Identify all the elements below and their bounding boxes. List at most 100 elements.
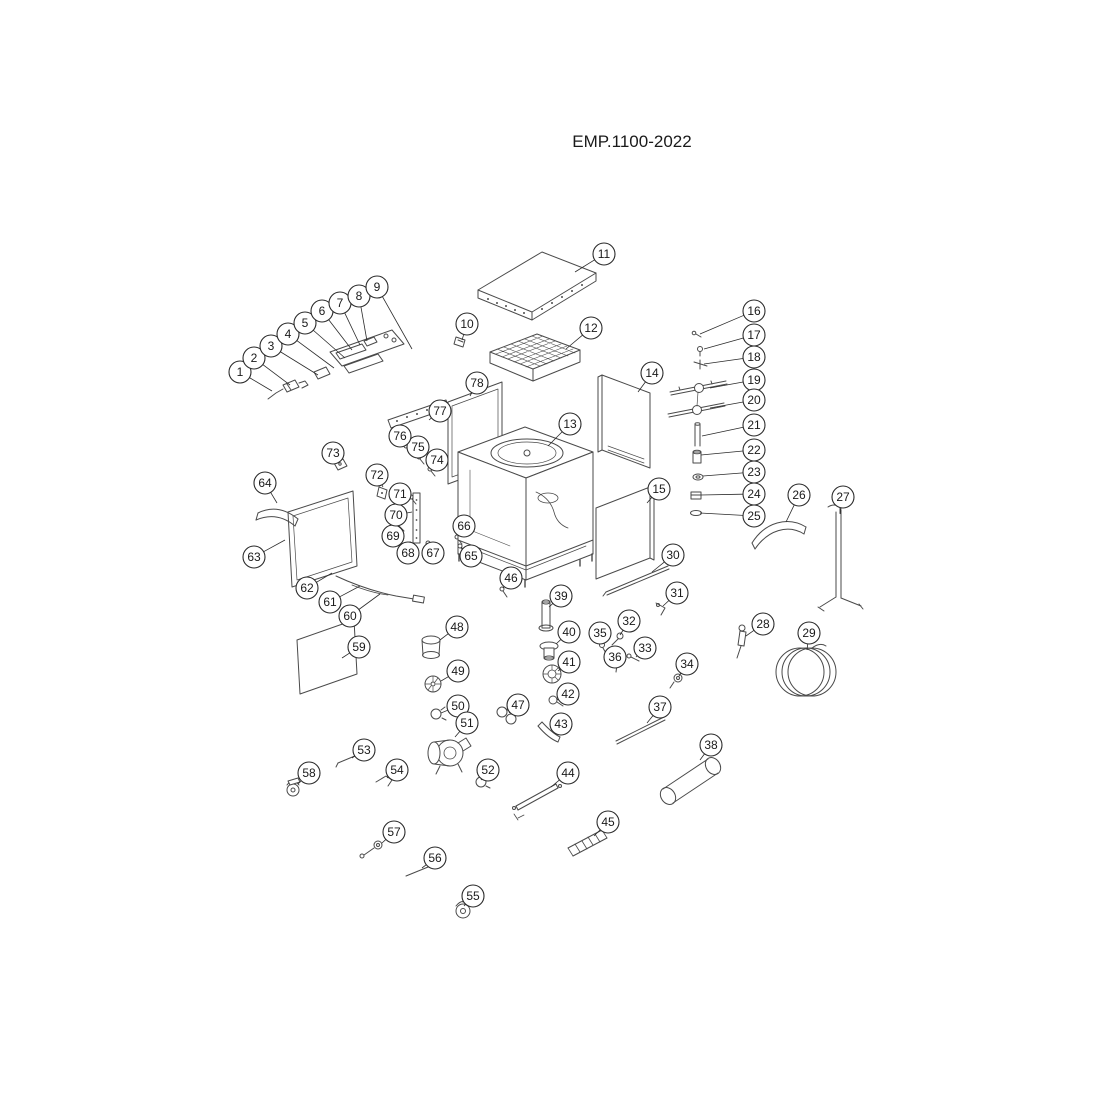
- callout-50: 50: [440, 694, 470, 718]
- callout-number: 9: [374, 280, 381, 294]
- callout-58: 58: [297, 761, 321, 785]
- callout-leader-line: [839, 507, 842, 515]
- callout-number: 53: [357, 743, 371, 757]
- callout-number: 5: [302, 316, 309, 330]
- callout-29: 29: [797, 621, 821, 651]
- part-thermostat: [335, 575, 425, 604]
- callout-circle: [648, 695, 672, 719]
- callout-number: 49: [451, 664, 465, 678]
- part-hinge-strip: [412, 492, 421, 544]
- callout-number: 13: [563, 417, 577, 431]
- callout-number: 1: [237, 365, 244, 379]
- callout-21: 21: [701, 413, 766, 437]
- callout-leader-line: [709, 401, 744, 409]
- callout-leader-line: [263, 539, 286, 553]
- part-elbow-hose-43: [537, 721, 561, 743]
- part-caster-58: [286, 777, 301, 797]
- callout-number: 16: [747, 304, 761, 318]
- callout-leader-line: [313, 329, 346, 359]
- callout-leader-line: [574, 259, 595, 273]
- callout-8: 8: [347, 284, 371, 342]
- callout-circle: [446, 659, 470, 683]
- callout-circle: [396, 541, 420, 565]
- callout-number: 43: [554, 717, 568, 731]
- callout-59: 59: [341, 635, 371, 659]
- callout-leader-line: [469, 392, 473, 397]
- callout-leader-line: [593, 829, 601, 837]
- callout-circle: [742, 413, 766, 437]
- callout-leader-line: [351, 755, 356, 759]
- callout-number: 72: [370, 468, 384, 482]
- callout-number: 63: [247, 550, 261, 564]
- callout-leader-line: [637, 381, 646, 393]
- callout-54: 54: [385, 758, 409, 782]
- part-fitting-32: [611, 632, 624, 646]
- part-lower-front-panel: [296, 619, 358, 695]
- callout-number: 32: [622, 614, 636, 628]
- part-clamp-50: [430, 706, 447, 721]
- callout-leader-line: [406, 511, 413, 514]
- callout-64: 64: [253, 471, 278, 504]
- callout-number: 42: [561, 687, 575, 701]
- callout-number: 38: [704, 738, 718, 752]
- callout-number: 71: [393, 487, 407, 501]
- part-hose-coil: [775, 643, 837, 697]
- callout-circle: [421, 541, 445, 565]
- callout-leader-line: [439, 633, 449, 641]
- callout-leader-line: [700, 450, 744, 456]
- callout-circle: [588, 621, 612, 645]
- callout-76: 76: [388, 424, 412, 448]
- callout-leader-line: [806, 643, 809, 651]
- callout-number: 55: [466, 889, 480, 903]
- callout-circle: [455, 711, 479, 735]
- callout-number: 74: [430, 453, 444, 467]
- callout-leader-line: [701, 426, 744, 437]
- callout-circle: [506, 693, 530, 717]
- callout-circle: [388, 482, 412, 506]
- callout-70: 70: [384, 503, 413, 527]
- callout-3: 3: [259, 334, 319, 376]
- callout-number: 59: [352, 640, 366, 654]
- callout-55: 55: [461, 884, 485, 908]
- part-fitting-31: [655, 602, 666, 616]
- callout-circle: [461, 884, 485, 908]
- callout-circle: [558, 412, 582, 436]
- callout-number: 50: [451, 699, 465, 713]
- callout-12: 12: [565, 316, 603, 350]
- callout-circle: [425, 448, 449, 472]
- callout-number: 14: [645, 366, 659, 380]
- callout-53: 53: [351, 738, 376, 762]
- callout-number: 65: [464, 549, 478, 563]
- callout-number: 34: [680, 657, 694, 671]
- callout-number: 36: [608, 650, 622, 664]
- callout-number: 21: [747, 418, 761, 432]
- callout-15: 15: [646, 477, 671, 504]
- callout-number: 68: [401, 546, 415, 560]
- callout-leader-line: [709, 381, 744, 389]
- callout-circle: [445, 615, 469, 639]
- part-front-right-panel: [595, 486, 655, 580]
- line-art: [255, 251, 864, 919]
- part-fitting-57: [359, 840, 383, 859]
- callout-leader-line: [547, 431, 563, 447]
- callout-leader-line: [339, 585, 361, 598]
- callout-number: 54: [390, 763, 404, 777]
- callout-number: 46: [504, 571, 518, 585]
- callout-30: 30: [651, 543, 685, 573]
- callout-circle: [476, 758, 500, 782]
- callout-number: 61: [323, 595, 337, 609]
- callout-number: 28: [756, 617, 770, 631]
- callout-circle: [640, 361, 664, 385]
- callout-circle: [352, 738, 376, 762]
- part-cup-48: [421, 635, 441, 659]
- callout-circle: [699, 733, 723, 757]
- callout-number: 58: [302, 766, 316, 780]
- callout-49: 49: [440, 659, 470, 683]
- callout-22: 22: [700, 438, 766, 462]
- callout-circle: [459, 544, 483, 568]
- callout-leader-line: [440, 709, 448, 714]
- callout-45: 45: [593, 810, 620, 837]
- part-control-assembly: [267, 329, 405, 400]
- callout-circle: [797, 621, 821, 645]
